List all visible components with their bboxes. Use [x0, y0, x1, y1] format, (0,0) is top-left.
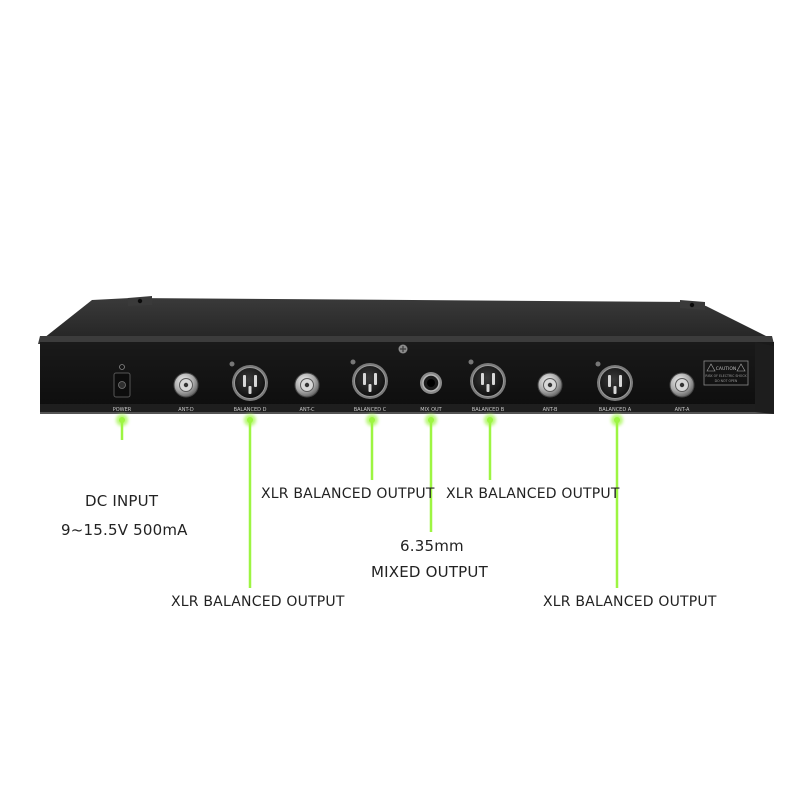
leader-line-balanced-c: [366, 414, 378, 480]
xlr-connector-balanced-b: [468, 359, 506, 399]
callout-dc-input-title: DC INPUT: [85, 492, 159, 510]
port-labels: POWER ANT-D BALANCED D ANT-C BALANCED C …: [113, 407, 690, 413]
port-label-ant-b: ANT-B: [543, 407, 558, 413]
callout-mix-size: 6.35mm: [400, 537, 464, 555]
caution-line-2: DO NOT OPEN: [715, 379, 738, 383]
bnc-connector-ant-a: [669, 372, 695, 398]
callout-dc-input-spec: 9~15.5V 500mA: [61, 521, 188, 539]
dc-power-jack: [113, 364, 131, 398]
callout-xlr-d: XLR BALANCED OUTPUT: [171, 594, 345, 610]
xlr-connector-balanced-d: [229, 361, 268, 401]
leader-line-mix-out: [425, 414, 437, 532]
bnc-connector-ant-c: [294, 372, 320, 398]
callout-mix-title: MIXED OUTPUT: [371, 563, 488, 581]
leader-lines: [116, 414, 623, 588]
leader-line-dc: [116, 414, 128, 440]
port-label-balanced-a: BALANCED A: [599, 407, 632, 413]
xlr-connector-balanced-a: [595, 361, 633, 401]
bnc-connector-ant-b: [537, 372, 563, 398]
caution-line-1: RISK OF ELECTRIC SHOCK: [705, 374, 747, 378]
center-screw-slot: [400, 346, 406, 352]
xlr-connector-balanced-c: [350, 359, 388, 399]
dc-polarity-icon: [119, 364, 125, 370]
port-label-balanced-d: BALANCED D: [234, 407, 267, 413]
panel-bottom-strip: [40, 404, 774, 414]
port-label-ant-c: ANT-C: [299, 407, 315, 413]
mix-out-jack: [420, 372, 442, 394]
caution-title: CAUTION: [716, 366, 737, 372]
port-label-mix-out: MIX OUT: [420, 407, 442, 413]
warning-triangle-icon-right: [736, 363, 746, 372]
bnc-connector-ant-d: [173, 372, 199, 398]
chassis-top: [44, 298, 770, 338]
port-label-ant-d: ANT-D: [178, 407, 194, 413]
right-ear-hole: [689, 302, 695, 308]
leader-line-balanced-d: [244, 414, 256, 588]
port-label-power: POWER: [113, 407, 132, 413]
warning-triangle-icon-left: [706, 363, 716, 372]
port-label-balanced-b: BALANCED B: [472, 407, 505, 413]
panel-right-bevel: [755, 342, 774, 414]
dc-jack-pin: [118, 381, 126, 389]
left-ear-hole: [137, 298, 143, 304]
leader-line-balanced-a: [611, 414, 623, 588]
chassis: [38, 296, 774, 414]
callout-xlr-a: XLR BALANCED OUTPUT: [543, 594, 717, 610]
leader-line-balanced-b: [484, 414, 496, 480]
callout-xlr-b: XLR BALANCED OUTPUT: [446, 486, 620, 502]
caution-label: CAUTION RISK OF ELECTRIC SHOCK DO NOT OP…: [703, 360, 749, 386]
callout-xlr-c: XLR BALANCED OUTPUT: [261, 486, 435, 502]
port-label-ant-a: ANT-A: [675, 407, 690, 413]
panel-bottom-edge: [40, 412, 774, 414]
port-label-balanced-c: BALANCED C: [354, 407, 387, 413]
rear-panel-face: [40, 342, 774, 412]
